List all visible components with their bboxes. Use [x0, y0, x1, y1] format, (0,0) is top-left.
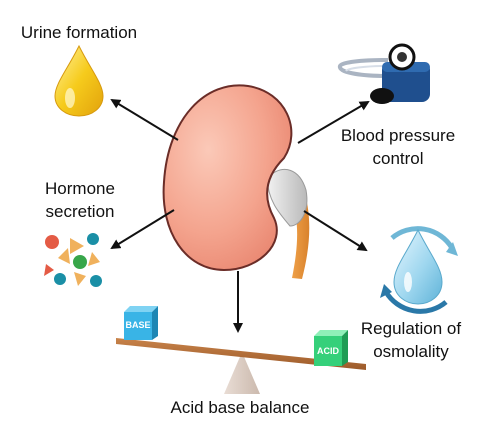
acid-base-label: Acid base balance — [170, 398, 310, 417]
urine-drop-icon — [54, 44, 104, 117]
blood-pressure-label-line1: Blood pressure — [340, 126, 456, 145]
kidney-body — [162, 84, 293, 272]
seesaw-balance-icon — [116, 306, 366, 394]
acid-block — [314, 330, 348, 366]
fulcrum — [224, 352, 260, 394]
osmolality-label-line1: Regulation of — [360, 319, 462, 338]
base-block-label: BASE — [125, 320, 151, 330]
osmolality-label-line2: osmolality — [373, 342, 449, 361]
blood-pressure-label-line2: control — [372, 149, 424, 168]
arrow-to-blood-pressure — [297, 100, 370, 144]
hormone-molecules-icon — [44, 233, 102, 287]
urine-formation-label: Urine formation — [20, 23, 138, 42]
ureter — [291, 194, 310, 279]
arrow-to-osmolality — [303, 210, 368, 252]
renal-pelvis — [266, 168, 308, 227]
balance-beam — [116, 338, 366, 370]
kidney-icon — [162, 84, 310, 279]
water-drop-cycle-icon — [374, 226, 462, 314]
hormone-label-line2: secretion — [45, 202, 115, 221]
blood-pressure-cuff-icon — [338, 43, 430, 104]
arrow-to-urine — [110, 98, 179, 141]
arrow-to-hormones — [110, 209, 175, 250]
base-block — [124, 306, 158, 340]
hormone-label-line1: Hormone — [45, 179, 115, 198]
acid-block-label: ACID — [317, 346, 339, 356]
